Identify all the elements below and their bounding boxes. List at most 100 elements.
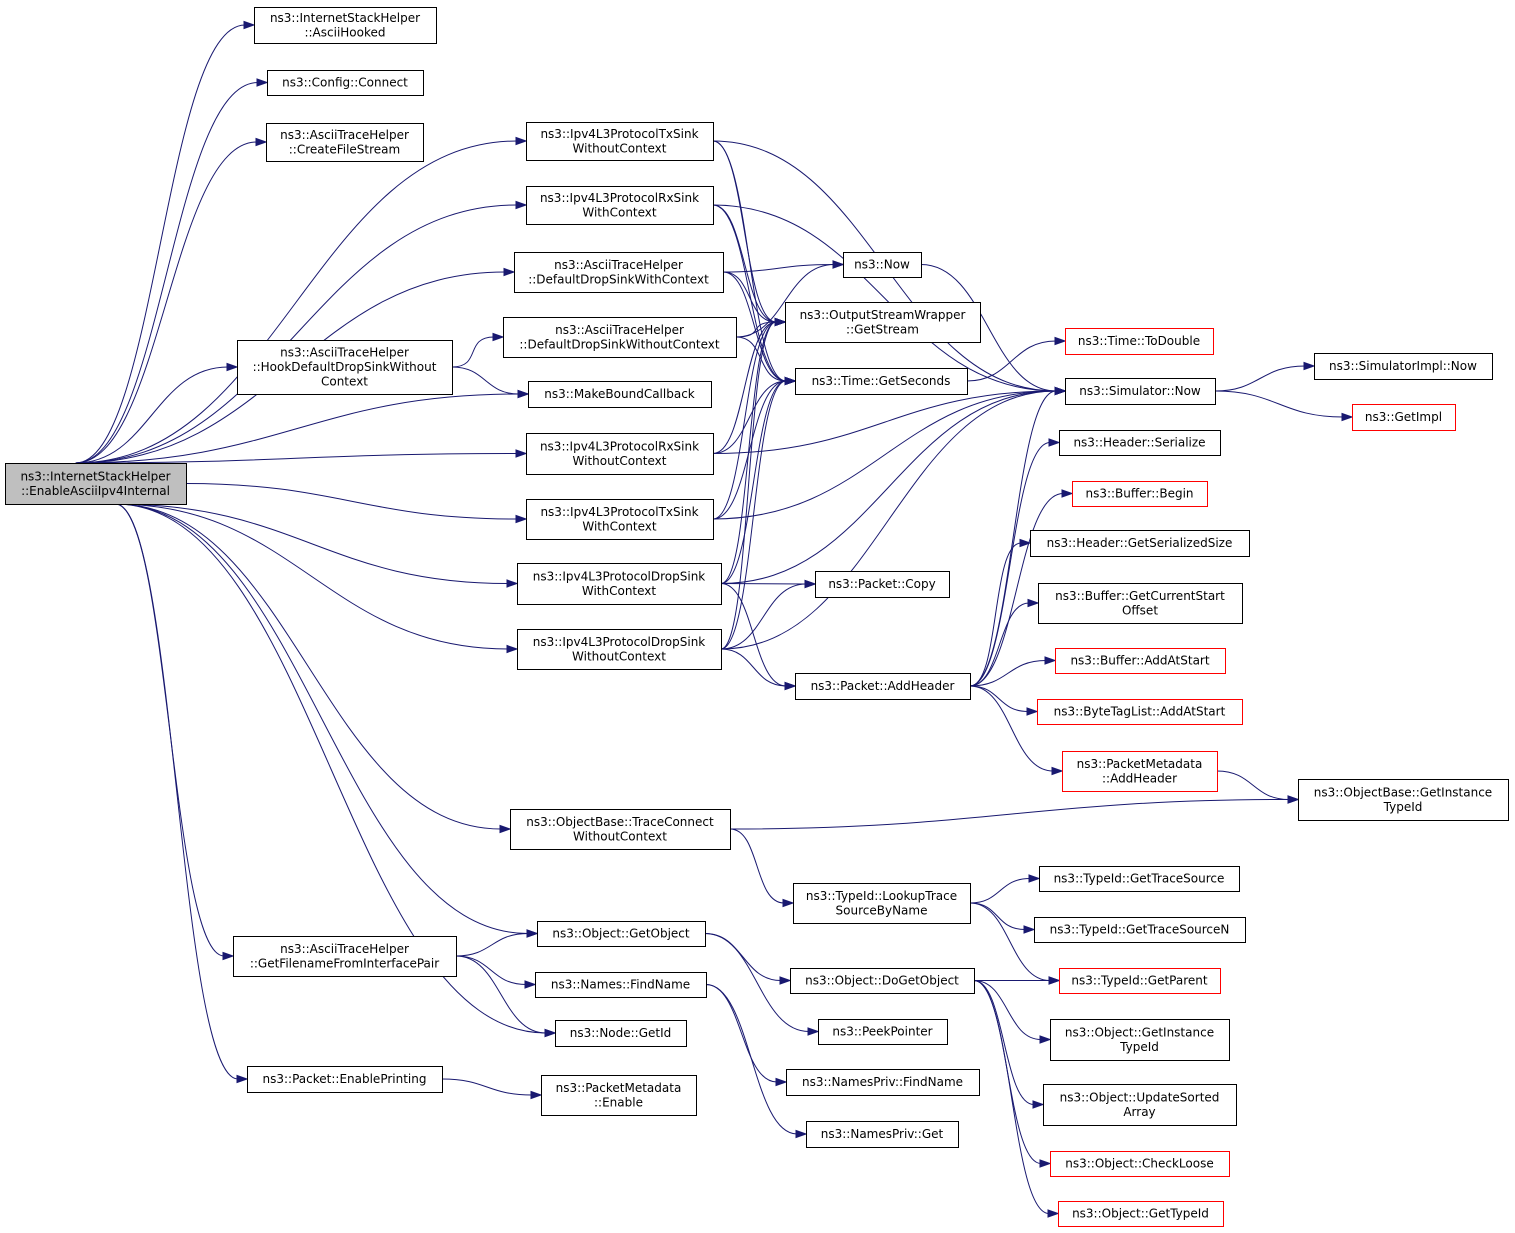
- arrowhead: [1303, 361, 1316, 371]
- node-box: [1037, 699, 1243, 725]
- node-configConnect[interactable]: ns3::Config::Connect: [267, 70, 424, 96]
- node-box: [1050, 1019, 1230, 1061]
- node-box: [1034, 917, 1246, 943]
- arrowhead: [807, 1027, 820, 1036]
- node-getParent[interactable]: ns3::TypeId::GetParent: [1059, 968, 1221, 994]
- node-packetCopy[interactable]: ns3::Packet::Copy: [815, 571, 950, 598]
- node-box: [1072, 481, 1208, 507]
- node-root[interactable]: ns3::InternetStackHelper::EnableAsciiIpv…: [5, 463, 187, 505]
- node-label: ns3::GetImpl: [1365, 410, 1442, 424]
- node-label: ns3::TypeId::GetTraceSourceN: [1050, 923, 1230, 937]
- node-namesPrivFind[interactable]: ns3::NamesPriv::FindName: [786, 1069, 980, 1096]
- node-namesPrivGet[interactable]: ns3::NamesPriv::Get: [806, 1121, 959, 1148]
- node-label: ns3::Object::DoGetObject: [805, 974, 959, 988]
- edge-root-rxSinkWith: [75, 204, 518, 464]
- node-headerGetSize[interactable]: ns3::Header::GetSerializedSize: [1030, 530, 1250, 557]
- node-dropWithout[interactable]: ns3::Ipv4L3ProtocolDropSinkWithoutContex…: [517, 629, 722, 670]
- arrowhead: [226, 362, 239, 372]
- node-now[interactable]: ns3::Now: [843, 252, 922, 278]
- node-getStream[interactable]: ns3::OutputStreamWrapper::GetStream: [785, 302, 981, 343]
- node-makeBound[interactable]: ns3::MakeBoundCallback: [528, 381, 712, 408]
- node-dropSinkWithCtx[interactable]: ns3::AsciiTraceHelper::DefaultDropSinkWi…: [514, 252, 724, 293]
- node-checkLoose[interactable]: ns3::Object::CheckLoose: [1050, 1151, 1230, 1177]
- node-box: [818, 1019, 948, 1045]
- edge-simNow-getImpl: [1214, 390, 1344, 418]
- node-bufferAddAtStart[interactable]: ns3::Buffer::AddAtStart: [1055, 648, 1226, 674]
- node-pmEnable[interactable]: ns3::PacketMetadata::Enable: [541, 1075, 697, 1116]
- node-label: ns3::Buffer::AddAtStart: [1070, 654, 1209, 668]
- node-addHeader[interactable]: ns3::Packet::AddHeader: [795, 673, 971, 700]
- node-getTraceSourceN[interactable]: ns3::TypeId::GetTraceSourceN: [1034, 917, 1246, 943]
- node-nodeGetId[interactable]: ns3::Node::GetId: [555, 1020, 687, 1047]
- node-box: [1065, 378, 1216, 405]
- node-doGetObject[interactable]: ns3::Object::DoGetObject: [790, 968, 975, 994]
- node-createFileStream[interactable]: ns3::AsciiTraceHelper::CreateFileStream: [266, 123, 424, 162]
- arrowhead: [1054, 386, 1067, 396]
- node-objGetTypeId[interactable]: ns3::Object::GetTypeId: [1058, 1201, 1224, 1227]
- node-box: [1030, 530, 1250, 557]
- node-box: [1058, 1201, 1224, 1227]
- node-box: [815, 571, 950, 598]
- node-peekPointer[interactable]: ns3::PeekPointer: [818, 1019, 948, 1045]
- node-label: ns3::NamesPriv::FindName: [802, 1075, 963, 1089]
- node-dropSinkWithoutCtx[interactable]: ns3::AsciiTraceHelper::DefaultDropSinkWi…: [503, 317, 737, 358]
- node-pmAddHeader[interactable]: ns3::PacketMetadata::AddHeader: [1062, 751, 1218, 792]
- node-label: ns3::AsciiTraceHelper: [280, 942, 409, 956]
- edge-lookupTrace-getTraceSource: [969, 878, 1031, 904]
- node-getObject[interactable]: ns3::Object::GetObject: [537, 921, 706, 947]
- node-headerSerialize[interactable]: ns3::Header::Serialize: [1059, 430, 1221, 456]
- edge-addHeader-headerGetSize: [969, 542, 1022, 687]
- arrowhead: [1027, 598, 1040, 608]
- arrowhead: [1039, 1159, 1052, 1168]
- node-byteTagAdd[interactable]: ns3::ByteTagList::AddAtStart: [1037, 699, 1243, 725]
- node-box: [247, 1066, 443, 1093]
- node-label: ns3::Config::Connect: [282, 76, 408, 90]
- arrowhead: [1051, 766, 1064, 776]
- node-box: [514, 252, 724, 293]
- arrowhead: [503, 267, 516, 277]
- node-hookDefault[interactable]: ns3::AsciiTraceHelper::HookDefaultDropSi…: [237, 340, 453, 395]
- edge-addHeader-bufferAddAtStart: [969, 660, 1047, 687]
- node-label: ns3::Header::GetSerializedSize: [1047, 536, 1233, 550]
- edge-txSinkWith-getSeconds: [712, 380, 787, 520]
- node-enablePrinting[interactable]: ns3::Packet::EnablePrinting: [247, 1066, 443, 1093]
- arrowhead: [256, 78, 269, 87]
- node-box: [1059, 968, 1221, 994]
- edge-dropWith-getSeconds: [720, 380, 787, 584]
- edge-root-createFileStream: [75, 141, 258, 464]
- node-label: ns3::Names::FindName: [551, 978, 690, 992]
- edge-getObject-doGetObject: [704, 933, 782, 981]
- node-label: ns3::AsciiTraceHelper: [555, 323, 684, 337]
- edge-dropWith-getStream: [720, 321, 777, 584]
- edge-findName-namesPrivGet: [705, 984, 798, 1135]
- node-getSeconds[interactable]: ns3::Time::GetSeconds: [795, 368, 968, 395]
- edge-txSinkWithout1-getSeconds: [712, 140, 787, 382]
- node-getFilename[interactable]: ns3::AsciiTraceHelper::GetFilenameFromIn…: [233, 936, 457, 977]
- arrowhead: [492, 332, 505, 342]
- node-simImplNow[interactable]: ns3::SimulatorImpl::Now: [1314, 353, 1493, 380]
- node-label: ::GetStream: [846, 322, 919, 336]
- node-toDouble[interactable]: ns3::Time::ToDouble: [1065, 328, 1214, 355]
- node-getImpl[interactable]: ns3::GetImpl: [1352, 404, 1456, 431]
- edge-getFilename-nodeGetId: [455, 955, 547, 1034]
- node-traceConnect[interactable]: ns3::ObjectBase::TraceConnectWithoutCont…: [510, 809, 731, 850]
- node-box: [1038, 583, 1243, 624]
- node-findName[interactable]: ns3::Names::FindName: [535, 972, 707, 998]
- arrowhead: [526, 929, 539, 938]
- node-getTraceSource[interactable]: ns3::TypeId::GetTraceSource: [1039, 866, 1240, 892]
- node-bufferBegin[interactable]: ns3::Buffer::Begin: [1072, 481, 1208, 507]
- node-asciiHooked[interactable]: ns3::InternetStackHelper::AsciiHooked: [254, 7, 437, 44]
- node-simNow[interactable]: ns3::Simulator::Now: [1065, 378, 1216, 405]
- node-label: WithoutContext: [573, 454, 667, 468]
- node-label: Offset: [1122, 603, 1158, 617]
